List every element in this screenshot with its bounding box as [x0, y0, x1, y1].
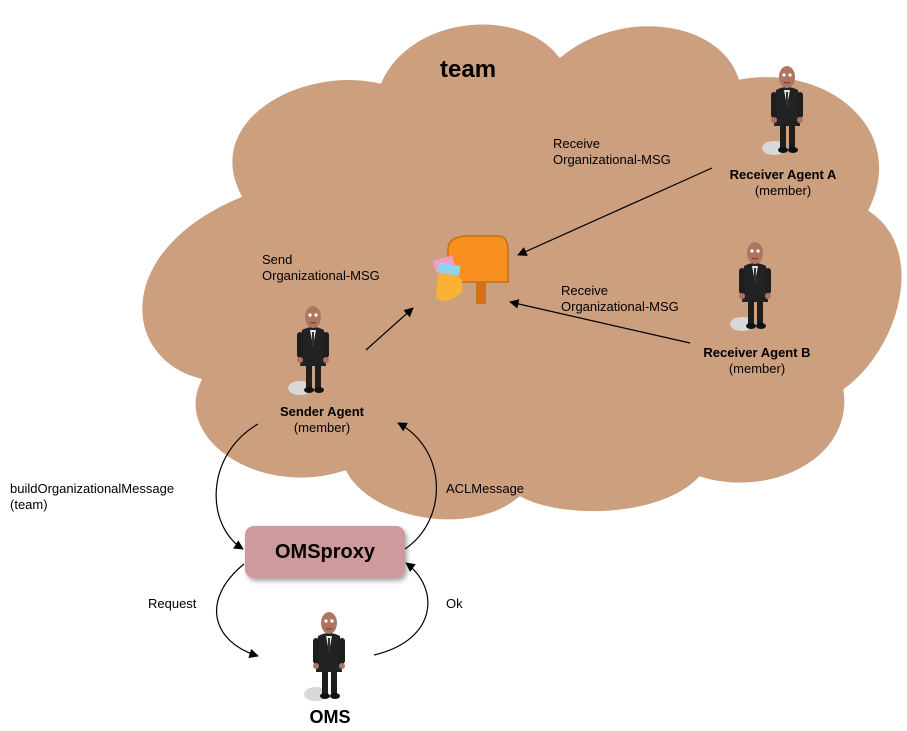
- build-message-label-line1: buildOrganizationalMessage: [10, 481, 175, 496]
- receiver-agent-a-label: Receiver Agent A (member): [708, 167, 858, 199]
- build-message-label: buildOrganizationalMessage (team): [10, 481, 174, 513]
- send-label-line1: Send: [262, 252, 293, 267]
- mailbox-icon: [432, 235, 509, 304]
- arrow-ok: [373, 562, 429, 656]
- oms-label: OMS: [309, 707, 351, 727]
- ok-label: Ok: [446, 596, 463, 611]
- send-label-line2: Organizational-MSG: [262, 268, 380, 283]
- cloud-shape: [139, 21, 905, 523]
- receiver-agent-a-name: Receiver Agent A: [729, 167, 837, 182]
- arrow-build-message: [215, 423, 259, 550]
- receive-b-label-line2: Organizational-MSG: [561, 299, 679, 314]
- sender-agent-label: Sender Agent (member): [247, 404, 397, 436]
- arrow-aclmessage: [397, 422, 437, 550]
- receiver-agent-b-label: Receiver Agent B (member): [682, 345, 832, 377]
- receiver-agent-b-name: Receiver Agent B: [703, 345, 811, 360]
- arrow-receiver-a-to-mailbox: [517, 167, 713, 256]
- team-title: team: [440, 56, 497, 83]
- sender-agent-role: (member): [293, 420, 351, 435]
- arrow-request: [216, 563, 259, 659]
- receive-a-label: Receive Organizational-MSG: [553, 136, 671, 168]
- build-message-label-line2: (team): [10, 497, 48, 512]
- omsproxy-box: OMSproxy: [245, 526, 405, 578]
- sender-agent-name: Sender Agent: [279, 404, 365, 419]
- oms-agent-icon: [303, 611, 346, 702]
- receiver-agent-a-role: (member): [754, 183, 812, 198]
- send-label: Send Organizational-MSG: [262, 252, 380, 284]
- arrow-receiver-b-to-mailbox: [509, 299, 691, 344]
- receive-a-label-line2: Organizational-MSG: [553, 152, 671, 167]
- receiver-agent-b-role: (member): [728, 361, 786, 376]
- arrow-sender-to-mailbox: [365, 307, 414, 351]
- receive-b-label: Receive Organizational-MSG: [561, 283, 679, 315]
- receive-a-label-line1: Receive: [553, 136, 600, 151]
- aclmessage-label: ACLMessage: [446, 481, 525, 496]
- receive-b-label-line1: Receive: [561, 283, 608, 298]
- team-cloud: [139, 21, 905, 523]
- request-label: Request: [148, 596, 197, 611]
